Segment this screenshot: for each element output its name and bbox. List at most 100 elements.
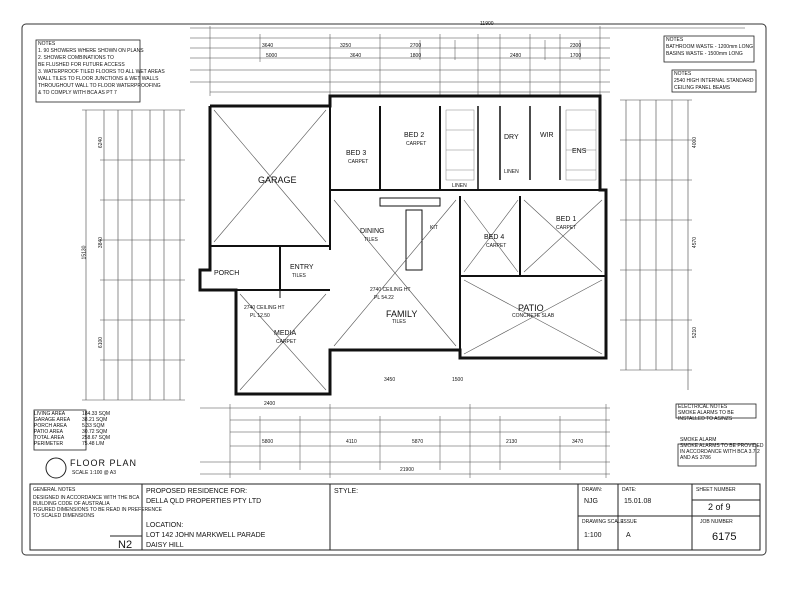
room-dining: DINING bbox=[360, 228, 385, 235]
sheet-border bbox=[21, 23, 767, 556]
drawing-code: N2 bbox=[118, 539, 133, 551]
notes-right-mid: NOTES 2540 HIGH INTERNAL STANDARD CEILIN… bbox=[674, 71, 754, 91]
dim-top-4: 2300 bbox=[570, 43, 582, 49]
room-family: FAMILY bbox=[386, 309, 418, 319]
room-bed4-floor: CARPET bbox=[486, 243, 507, 249]
issue-label: ISSUE bbox=[622, 519, 638, 525]
floor-plan-marker bbox=[45, 457, 67, 479]
drawn-value: NJG bbox=[584, 498, 598, 505]
floor-plan-scale: SCALE 1:100 @ A3 bbox=[72, 470, 116, 476]
room-bed1: BED 1 bbox=[556, 216, 577, 223]
dim-left-3: 6100 bbox=[98, 336, 105, 349]
date-value: 15.01.08 bbox=[624, 498, 652, 505]
room-dry: DRY bbox=[504, 134, 519, 141]
room-linen-1: LINEN bbox=[504, 169, 519, 175]
title-block-frame bbox=[29, 483, 761, 551]
overall-width-top: 11900 bbox=[480, 21, 494, 27]
room-media-floor: CARPET bbox=[276, 339, 297, 345]
sheet-value: 2 of 9 bbox=[708, 502, 731, 512]
dim-bottom-1: 5800 bbox=[262, 439, 274, 445]
dim-right-3: 5210 bbox=[692, 326, 699, 339]
notes-top-right: NOTES BATHROOM WASTE - 1200mm LONG BASIN… bbox=[666, 37, 753, 57]
dim-right-1: 4000 bbox=[692, 136, 699, 149]
location-line-2: DAISY HILL bbox=[146, 542, 184, 549]
dim-left-1: 6240 bbox=[98, 136, 105, 149]
notes-top-left: NOTES 1. 90 SHOWERS WHERE SHOWN ON PLANS… bbox=[38, 41, 165, 96]
room-entry-floor: TILES bbox=[292, 273, 306, 279]
bottom-dimension-lines bbox=[200, 404, 610, 478]
dim-bottom-2: 4110 bbox=[346, 439, 357, 445]
floor-plan-title: FLOOR PLAN bbox=[70, 458, 138, 468]
job-label: JOB NUMBER bbox=[700, 519, 733, 525]
wet-area-hatching bbox=[445, 109, 597, 181]
note-boxes bbox=[33, 35, 757, 467]
dim-mid-4: 2480 bbox=[510, 53, 522, 59]
dim-left-overall: 15130 bbox=[81, 245, 88, 260]
walls bbox=[198, 94, 608, 396]
drawing-scale-label: DRAWING SCALE bbox=[582, 519, 624, 525]
dim-left-2: 3840 bbox=[98, 236, 105, 249]
room-ens: ENS bbox=[572, 148, 587, 155]
room-bed4: BED 4 bbox=[484, 234, 505, 241]
date-label: DATE: bbox=[622, 487, 637, 493]
job-value: 6175 bbox=[712, 531, 737, 543]
location-line-1: LOT 142 JOHN MARKWELL PARADE bbox=[146, 532, 266, 539]
sheet-label: SHEET NUMBER bbox=[696, 487, 736, 493]
dim-top-3: 2700 bbox=[410, 43, 422, 49]
room-wir: WIR bbox=[540, 132, 554, 139]
family-ceiling: 2740 CEILING HT bbox=[370, 287, 411, 293]
dim-2400: 2400 bbox=[264, 401, 276, 407]
dim-1500: 1500 bbox=[452, 377, 464, 383]
room-bed3: BED 3 bbox=[346, 150, 367, 157]
room-bed2-floor: CARPET bbox=[406, 141, 427, 147]
style-label: STYLE: bbox=[334, 488, 359, 495]
drawing-scale-value: 1:100 bbox=[584, 532, 602, 539]
room-patio: PATIO bbox=[518, 303, 544, 313]
title-general-notes: GENERAL NOTES DESIGNED IN ACCORDANCE WIT… bbox=[33, 487, 163, 519]
dim-mid-1: 5000 bbox=[266, 53, 278, 59]
family-ceiling-area: PL 54.22 bbox=[374, 295, 394, 301]
proposed-label: PROPOSED RESIDENCE FOR: bbox=[146, 488, 248, 495]
room-garage: GARAGE bbox=[258, 175, 297, 185]
dim-bottom-3: 5870 bbox=[412, 439, 424, 445]
client-name: DELLA QLD PROPERTIES PTY LTD bbox=[146, 498, 262, 505]
left-dimension-lines bbox=[82, 109, 185, 401]
dim-right-2: 4570 bbox=[692, 236, 699, 249]
room-family-floor: TILES bbox=[392, 319, 406, 325]
room-media: MEDIA bbox=[274, 330, 297, 337]
issue-value: A bbox=[626, 532, 631, 539]
drawn-label: DRAWN: bbox=[582, 487, 603, 493]
room-kit: KIT bbox=[430, 225, 438, 231]
room-entry: ENTRY bbox=[290, 264, 314, 271]
location-label: LOCATION: bbox=[146, 522, 184, 529]
room-patio-floor: CONCRETE SLAB bbox=[512, 313, 555, 319]
room-porch: PORCH bbox=[214, 270, 240, 277]
top-dimension-lines bbox=[190, 26, 745, 96]
right-dimension-lines bbox=[620, 99, 692, 390]
room-dining-floor: TILES bbox=[364, 237, 378, 243]
smoke-alarm-notes: SMOKE ALARM SMOKE ALARMS TO BE PROVIDED … bbox=[680, 437, 764, 461]
room-bed3-floor: CARPET bbox=[348, 159, 369, 165]
room-linen-2: LINEN bbox=[452, 183, 467, 189]
ceiling-lines bbox=[213, 109, 603, 391]
media-ceiling: 2740 CEILING HT bbox=[244, 305, 285, 311]
dim-mid-3: 1800 bbox=[410, 53, 422, 59]
dim-mid-2: 3640 bbox=[350, 53, 362, 59]
overall-width-bottom: 21900 bbox=[400, 467, 414, 473]
dim-top-2: 3250 bbox=[340, 43, 352, 49]
dim-3450: 3450 bbox=[384, 377, 396, 383]
electrical-notes: ELECTRICAL NOTES SMOKE ALARMS TO BE INST… bbox=[678, 404, 734, 422]
media-ceiling-area: PL 12.50 bbox=[250, 313, 270, 319]
room-bed1-floor: CARPET bbox=[556, 225, 577, 231]
room-bed2: BED 2 bbox=[404, 132, 425, 139]
dim-bottom-4: 2130 bbox=[506, 439, 518, 445]
